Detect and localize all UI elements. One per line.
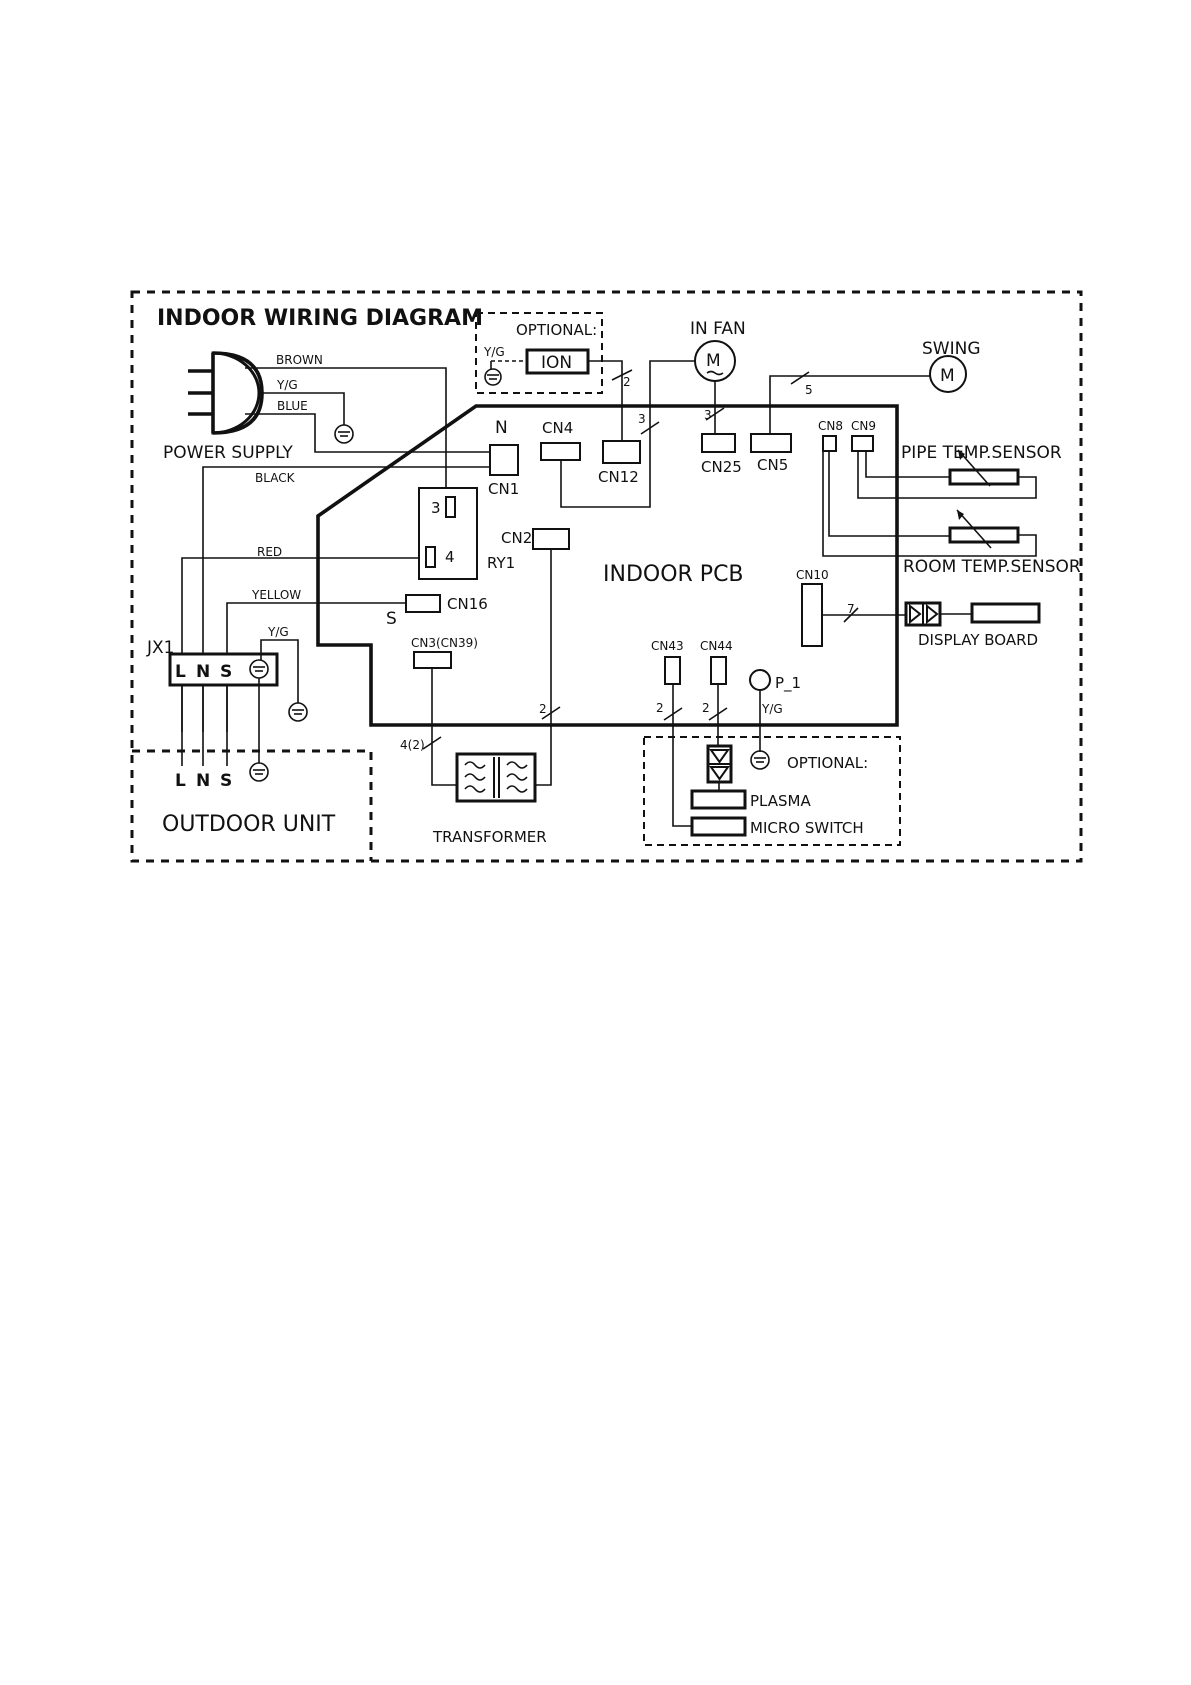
outdoor-pin-l: L xyxy=(175,771,186,791)
ground-icon xyxy=(249,762,269,782)
connector-cn3 xyxy=(413,651,452,669)
connector-cn2-label: CN2 xyxy=(501,529,532,547)
connector-cn1 xyxy=(489,444,519,476)
ion-device-label: ION xyxy=(541,353,572,373)
micro-switch-device xyxy=(690,816,747,837)
swing-motor-symbol: M xyxy=(940,366,955,386)
display-connector-icon xyxy=(904,601,942,627)
in-fan-motor-symbol: M xyxy=(706,351,721,371)
connector-cn8 xyxy=(822,435,837,452)
optional-bottom-label: OPTIONAL: xyxy=(787,754,868,772)
display-board xyxy=(970,602,1041,624)
ion-wire-count: 2 xyxy=(623,375,631,389)
connector-cn9-label: CN9 xyxy=(851,419,876,433)
cn44-wire-count: 2 xyxy=(702,701,710,715)
display-wire-count: 7 xyxy=(847,602,855,616)
connector-cn10-label: CN10 xyxy=(796,568,829,582)
outer-frame xyxy=(130,290,1083,863)
transformer-wire-b: 2 xyxy=(539,702,547,716)
ground-icon xyxy=(288,702,308,722)
outdoor-pin-n: N xyxy=(196,771,210,791)
connector-cn5-label: CN5 xyxy=(757,456,788,474)
relay-ry1-label: RY1 xyxy=(487,554,515,572)
connector-cn25 xyxy=(701,433,736,453)
connector-cn43-label: CN43 xyxy=(651,639,684,653)
relay-pin4 xyxy=(425,546,436,568)
connector-cn9 xyxy=(851,435,874,452)
connector-cn5 xyxy=(750,433,792,453)
connector-cn1-label: CN1 xyxy=(488,480,519,498)
terminal-pin-s: S xyxy=(220,662,232,682)
ground-icon xyxy=(484,368,502,386)
connector-s-label: S xyxy=(386,609,397,629)
connector-p1 xyxy=(749,669,771,691)
optional-bottom-frame xyxy=(643,736,901,846)
connector-cn16-label: CN16 xyxy=(447,595,488,613)
connector-cn16 xyxy=(405,594,441,613)
ground-icon xyxy=(334,424,354,444)
micro-switch-label: MICRO SWITCH xyxy=(750,819,864,837)
cn4-fan-wire-count: 3 xyxy=(638,412,646,426)
optional-ion-label: OPTIONAL: xyxy=(516,321,597,339)
wire-brown-label: BROWN xyxy=(276,353,323,367)
connector-cn8-label: CN8 xyxy=(818,419,843,433)
terminal-jx1-label: JX1 xyxy=(146,638,174,658)
connector-n-label: N xyxy=(495,418,508,438)
connector-cn4 xyxy=(540,442,581,461)
connector-cn12-label: CN12 xyxy=(598,468,639,486)
plasma-label: PLASMA xyxy=(750,792,811,810)
connector-cn3-label: CN3(CN39) xyxy=(411,636,478,650)
pipe-temp-sensor xyxy=(948,468,1020,486)
display-board-label: DISPLAY BOARD xyxy=(918,631,1038,649)
wire-black-label: BLACK xyxy=(255,471,296,485)
terminal-pin-l: L xyxy=(175,662,186,682)
wire-red-label: RED xyxy=(257,545,282,559)
terminal-pin-n: N xyxy=(196,662,210,682)
power-supply-label: POWER SUPPLY xyxy=(163,443,293,463)
connector-cn44 xyxy=(710,656,727,685)
connector-cn44-label: CN44 xyxy=(700,639,733,653)
optional-ion-frame xyxy=(475,312,603,394)
in-fan-motor-icon: M xyxy=(694,340,736,382)
room-sensor-label: ROOM TEMP.SENSOR xyxy=(903,557,1081,577)
cn43-wire-count: 2 xyxy=(656,701,664,715)
outdoor-unit-frame xyxy=(132,749,373,861)
indoor-pcb-label: INDOOR PCB xyxy=(603,562,744,587)
indoor-pcb-board xyxy=(316,404,899,727)
wire-yellow-label: YELLOW xyxy=(251,588,301,602)
in-fan-label: IN FAN xyxy=(690,319,746,339)
wire-yg-label: Y/G xyxy=(276,378,298,392)
swing-label: SWING xyxy=(922,339,981,359)
p1-ground-yg: Y/G xyxy=(761,702,783,716)
outdoor-pin-s: S xyxy=(220,771,232,791)
transformer-icon xyxy=(455,752,537,803)
power-plug-icon xyxy=(188,351,264,435)
ground-icon xyxy=(750,750,770,770)
connector-cn10 xyxy=(801,583,823,647)
connector-cn25-label: CN25 xyxy=(701,458,742,476)
transformer-wire-a: 4(2) xyxy=(400,738,425,752)
connector-cn2 xyxy=(532,528,570,550)
relay-pin4-label: 4 xyxy=(445,548,455,566)
diagram-title: INDOOR WIRING DIAGRAM xyxy=(157,306,483,331)
swing-wire-count: 5 xyxy=(805,383,813,397)
connector-p1-label: P_1 xyxy=(775,674,801,693)
connector-cn4-label: CN4 xyxy=(542,419,573,437)
optional-ion-yg: Y/G xyxy=(483,345,505,359)
swing-motor-icon: M xyxy=(929,355,967,393)
relay-pin3-label: 3 xyxy=(431,499,441,517)
wire-blue-label: BLUE xyxy=(277,399,308,413)
terminal-yg-label: Y/G xyxy=(267,625,289,639)
in-fan-wire-count: 3 xyxy=(704,408,712,422)
pipe-sensor-label: PIPE TEMP.SENSOR xyxy=(901,443,1062,463)
plasma-connector-icon xyxy=(706,744,733,784)
connector-cn43 xyxy=(664,656,681,685)
relay-pin3 xyxy=(445,496,456,518)
connector-cn12 xyxy=(602,440,641,464)
transformer-label: TRANSFORMER xyxy=(432,828,547,846)
plasma-device xyxy=(690,789,747,810)
outdoor-unit-label: OUTDOOR UNIT xyxy=(162,812,336,837)
